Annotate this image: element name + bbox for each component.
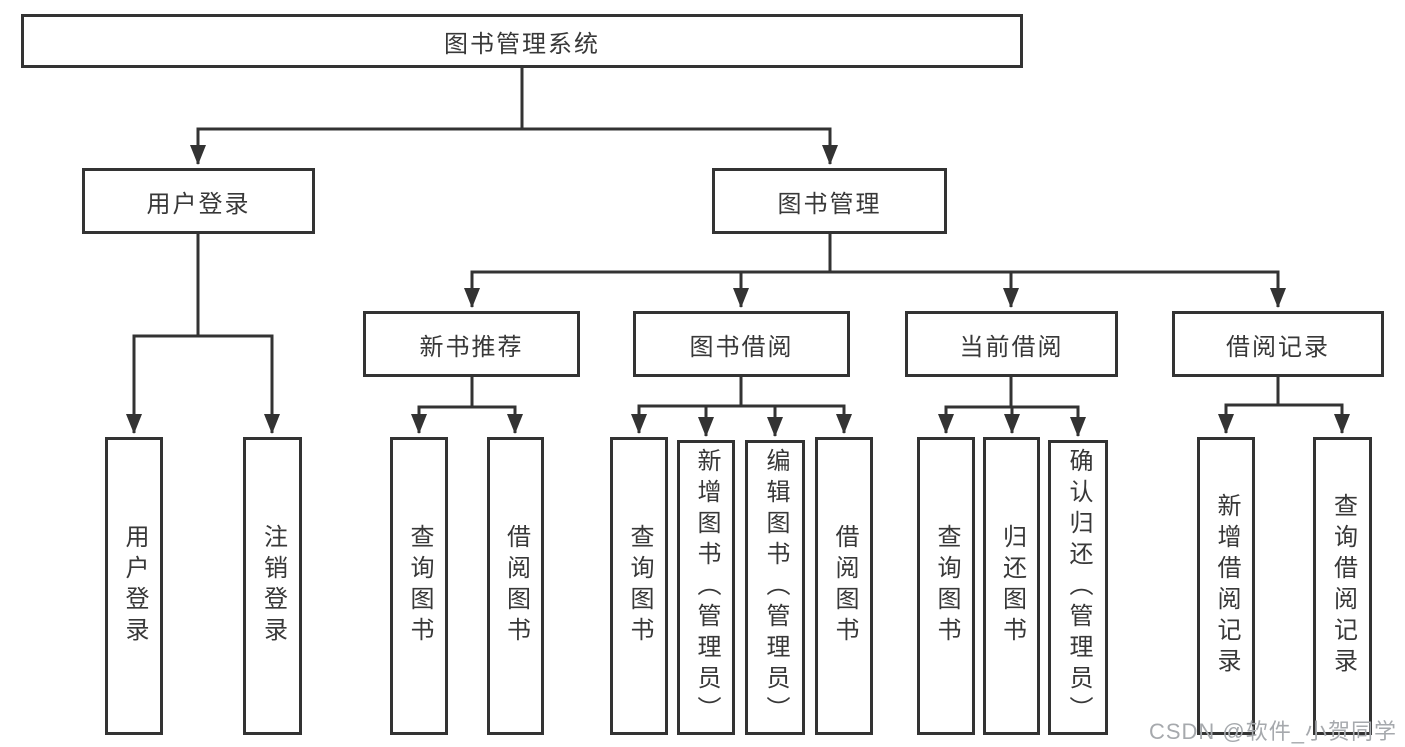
node-book-management: 图书管理 (712, 168, 947, 234)
leaf-add-books-admin: 新增图书（管理员） (677, 440, 735, 735)
leaf-label: 注销登录 (259, 524, 287, 648)
branch-label: 图书借阅 (689, 333, 794, 361)
leaf-logout: 注销登录 (243, 437, 302, 735)
leaf-label: 新增借阅记录 (1213, 493, 1240, 679)
leaf-label: 查询图书 (626, 524, 653, 648)
leaf-confirm-return-admin: 确认归还（管理员） (1048, 440, 1108, 735)
leaf-label: 查询图书 (933, 524, 960, 648)
leaf-label: 确认归还（管理员） (1065, 448, 1092, 727)
leaf-user-login: 用户登录 (105, 437, 163, 735)
node-root-system: 图书管理系统 (21, 14, 1023, 68)
leaf-query-books-1: 查询图书 (390, 437, 448, 735)
node-book-management-label: 图书管理 (777, 190, 882, 218)
leaf-borrow-books-2: 借阅图书 (815, 437, 873, 735)
csdn-watermark: CSDN @软件_小贺同学 (1148, 719, 1397, 744)
node-book-borrowing: 图书借阅 (633, 311, 850, 377)
branch-label: 借阅记录 (1226, 333, 1330, 361)
leaf-label: 借阅图书 (502, 524, 530, 648)
leaf-label: 编辑图书（管理员） (762, 448, 789, 727)
node-user-login: 用户登录 (82, 168, 315, 234)
branch-label: 新书推荐 (419, 333, 524, 361)
leaf-label: 新增图书（管理员） (693, 448, 720, 727)
node-current-borrowing: 当前借阅 (905, 311, 1118, 377)
leaf-label: 归还图书 (998, 524, 1026, 648)
leaf-label: 查询借阅记录 (1329, 493, 1357, 679)
leaf-borrow-books-1: 借阅图书 (487, 437, 544, 735)
leaf-label: 查询图书 (406, 524, 433, 648)
leaf-return-books: 归还图书 (983, 437, 1040, 735)
leaf-label: 借阅图书 (831, 524, 858, 648)
node-borrowing-records: 借阅记录 (1172, 311, 1384, 377)
leaf-add-borrow-record: 新增借阅记录 (1197, 437, 1255, 735)
node-root-label: 图书管理系统 (444, 30, 600, 58)
node-new-book-recommendation: 新书推荐 (363, 311, 580, 377)
leaf-edit-books-admin: 编辑图书（管理员） (745, 440, 805, 735)
leaf-query-books-3: 查询图书 (917, 437, 975, 735)
leaf-query-borrow-record: 查询借阅记录 (1313, 437, 1372, 735)
leaf-query-books-2: 查询图书 (610, 437, 668, 735)
leaf-label: 用户登录 (121, 524, 148, 648)
node-user-login-label: 用户登录 (146, 190, 251, 218)
branch-label: 当前借阅 (959, 333, 1064, 361)
